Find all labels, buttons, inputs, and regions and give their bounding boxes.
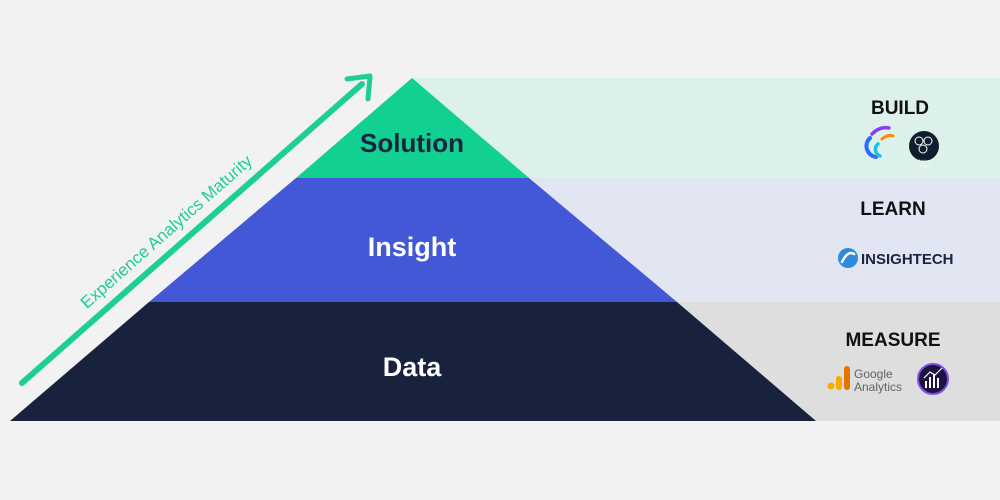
adobe-target-ring-1 bbox=[914, 136, 924, 146]
tier-label-insight: Insight bbox=[368, 232, 457, 262]
maturity-arrow-shaft bbox=[19, 81, 365, 386]
google-analytics-text-1: Google bbox=[854, 367, 893, 381]
adobe-target-logo: Adobe Target bbox=[909, 131, 939, 168]
tier-label-data: Data bbox=[383, 352, 443, 382]
optimizely-arc-purple bbox=[870, 125, 891, 136]
tier-label-solution: Solution bbox=[360, 128, 464, 158]
insightech-logo: INSIGHTECH bbox=[838, 248, 954, 268]
optimizely-arc-cyan bbox=[873, 142, 882, 158]
google-analytics-logo: Google Analytics bbox=[827, 366, 902, 394]
tier-solution bbox=[296, 78, 529, 178]
google-analytics-bar-tall bbox=[844, 366, 850, 390]
adobe-target-icon-bg bbox=[909, 131, 939, 161]
maturity-arrow-head bbox=[344, 73, 373, 102]
adobe-target-ring-2 bbox=[923, 136, 933, 146]
adobe-analytics-bar-3 bbox=[933, 374, 935, 388]
adobe-analytics-bar-4 bbox=[937, 378, 939, 388]
adobe-analytics-bar-1 bbox=[925, 381, 927, 388]
adobe-analytics-trend-line bbox=[923, 367, 943, 379]
adobe-analytics-logo bbox=[917, 363, 949, 395]
stage-label-learn: LEARN bbox=[860, 199, 925, 220]
band-build bbox=[412, 78, 1000, 178]
google-analytics-bar-mid bbox=[836, 376, 842, 390]
tier-insight bbox=[149, 178, 677, 302]
adobe-target-caption-1: Adobe bbox=[918, 158, 930, 163]
adobe-target-ring-3 bbox=[918, 144, 928, 154]
adobe-analytics-bar-2 bbox=[929, 377, 931, 388]
google-analytics-bar-dot bbox=[827, 382, 835, 390]
optimizely-arc-blue bbox=[864, 136, 878, 159]
stage-label-build: BUILD bbox=[871, 98, 929, 119]
insightech-wordmark: INSIGHTECH bbox=[861, 251, 954, 268]
insightech-icon-swoosh bbox=[840, 251, 856, 264]
optimizely-logo bbox=[864, 125, 895, 159]
insightech-icon bbox=[838, 248, 858, 268]
adobe-target-caption-2: Target bbox=[918, 163, 930, 168]
stage-label-measure: MEASURE bbox=[845, 330, 940, 351]
google-analytics-text-2: Analytics bbox=[854, 380, 902, 394]
tier-data bbox=[10, 302, 816, 421]
optimizely-arc-orange bbox=[880, 133, 895, 141]
